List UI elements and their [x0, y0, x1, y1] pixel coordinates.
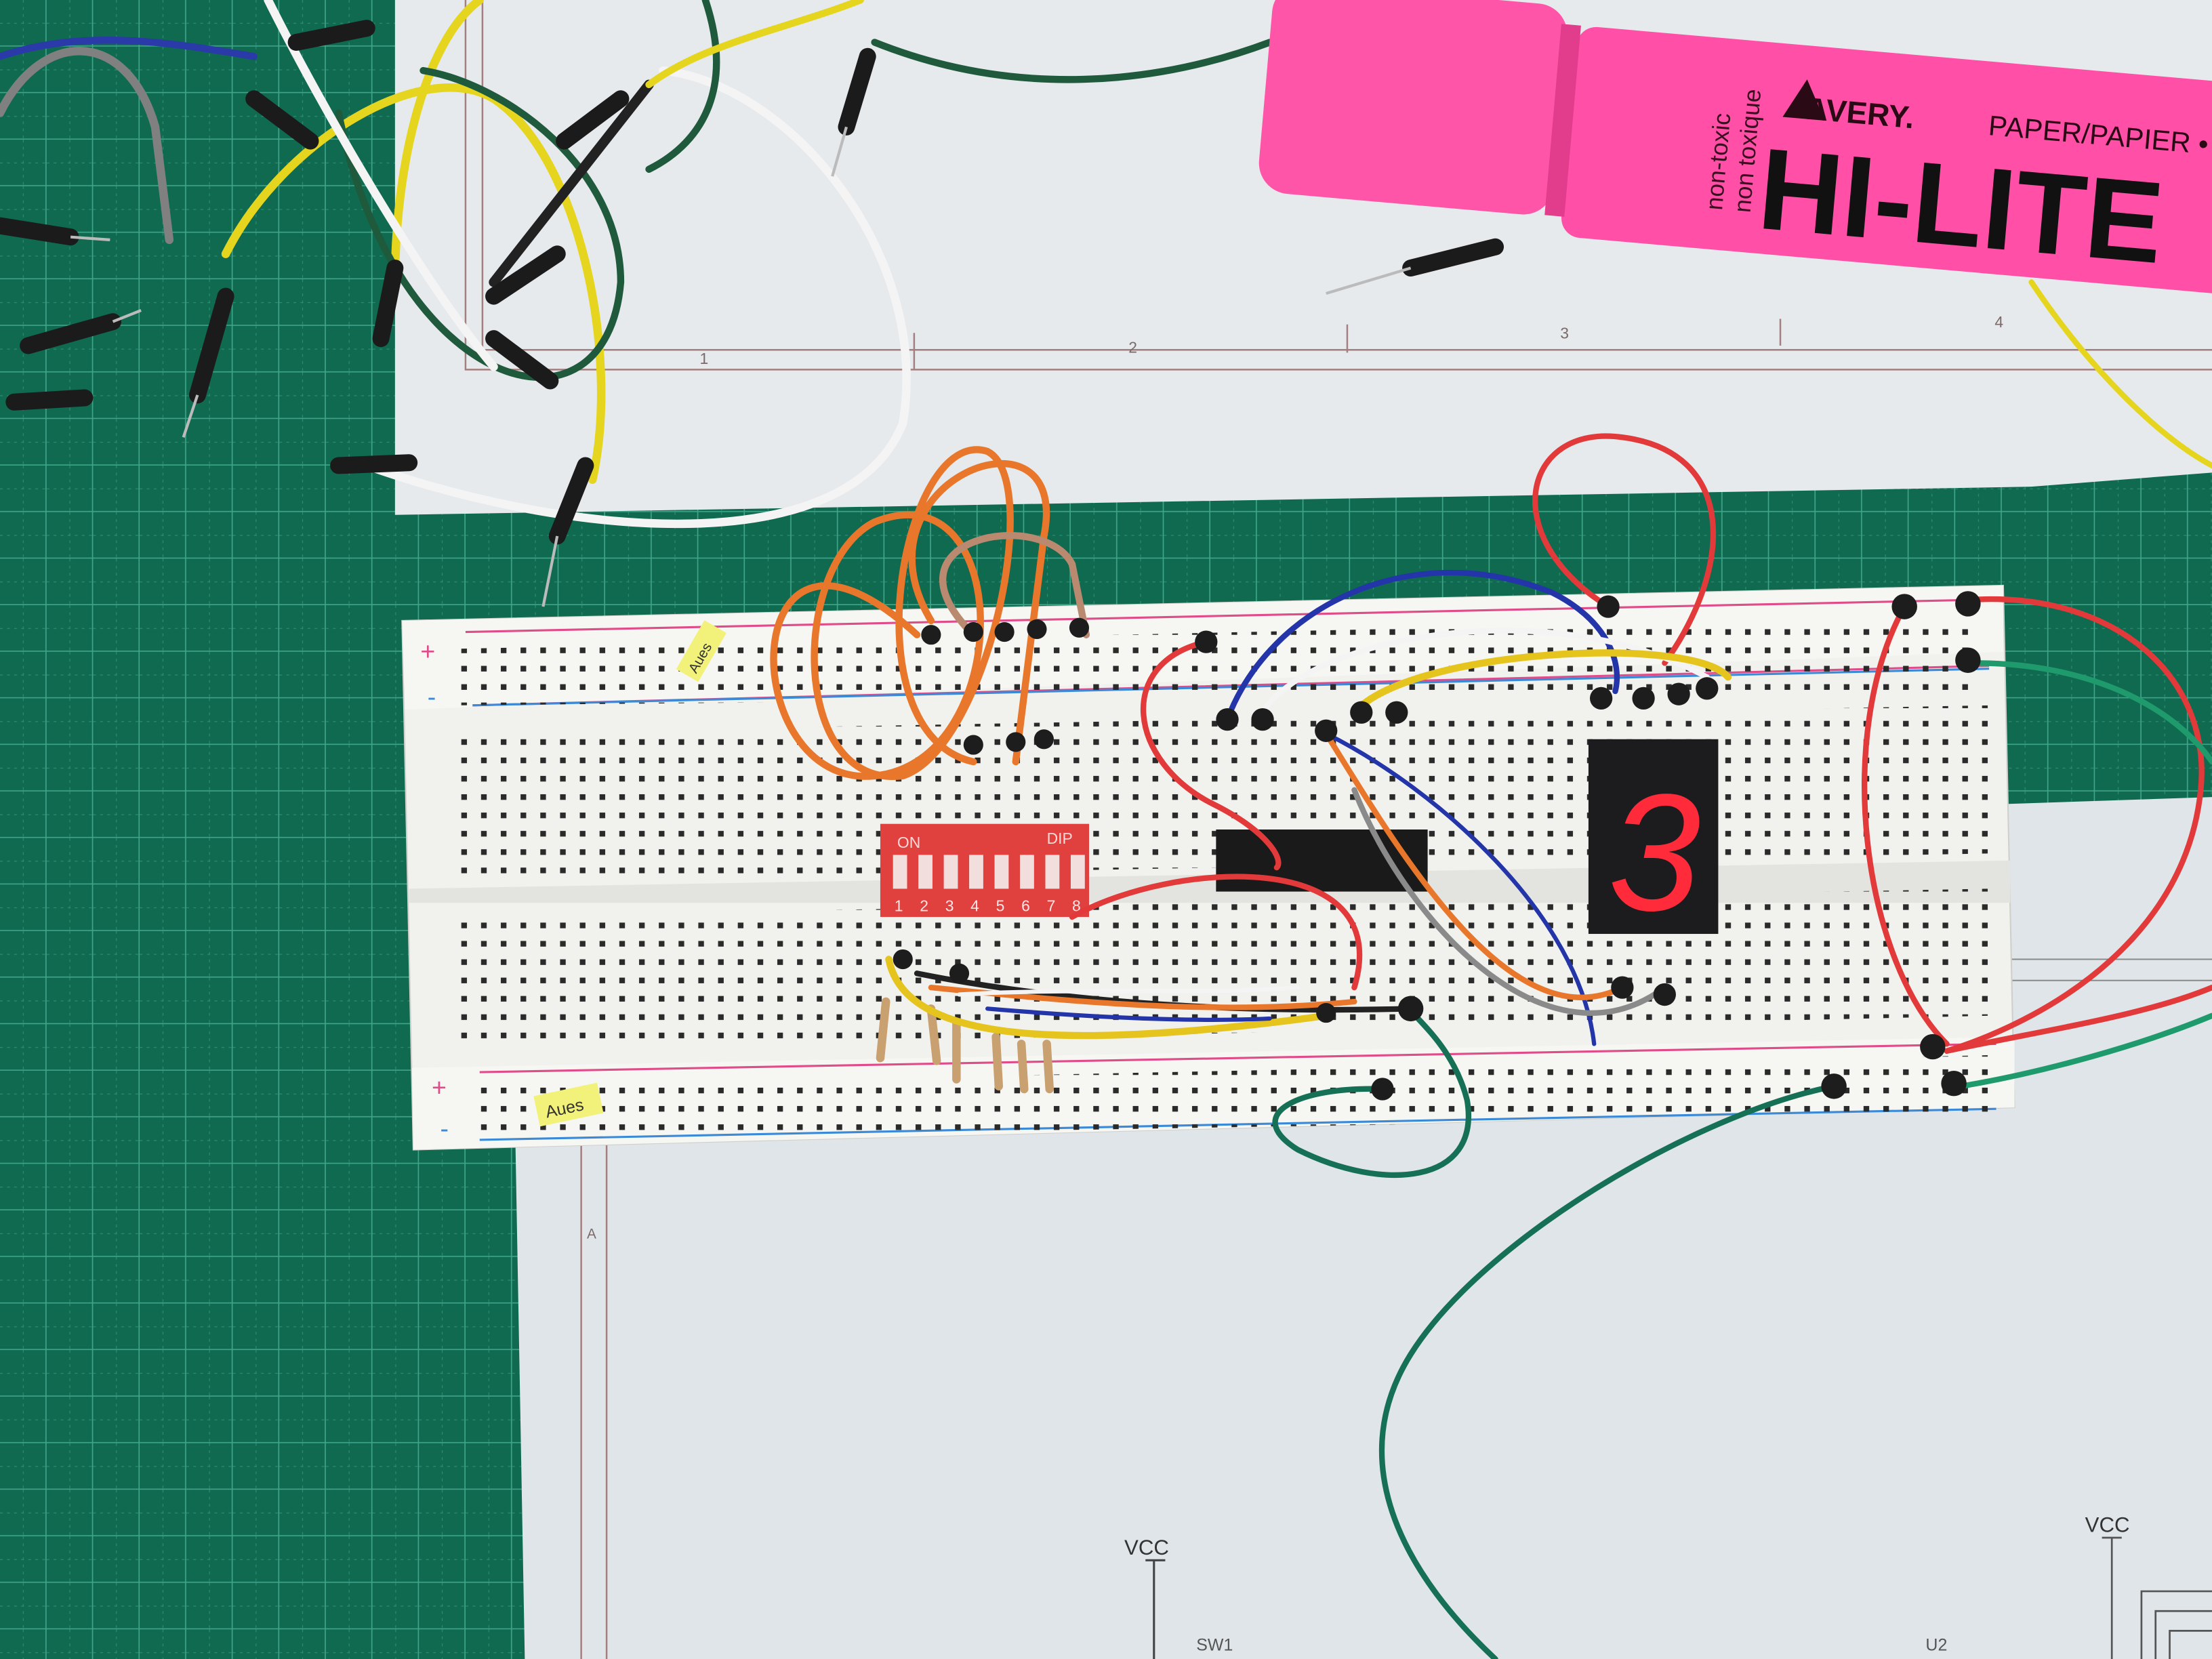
switch-label: SW1 — [1196, 1636, 1233, 1655]
loose-jumper-wires — [0, 0, 2212, 607]
switch-number: 6 — [1021, 897, 1030, 915]
avery-triangle-logo-icon — [1782, 79, 1825, 121]
switch-number: 4 — [970, 897, 979, 915]
dip-toggle[interactable] — [918, 855, 933, 889]
switch-number: 2 — [920, 897, 928, 915]
jumper-wires — [770, 433, 2212, 1659]
dip-toggle[interactable] — [969, 855, 983, 889]
column-label: 2 — [1128, 338, 1137, 356]
dip-toggle[interactable] — [943, 855, 958, 889]
vcc-label: VCC — [2085, 1513, 2130, 1537]
switch-number: 7 — [1047, 897, 1056, 915]
column-label: 4 — [1994, 313, 2003, 331]
resistors — [876, 997, 1054, 1094]
display-digit: 3 — [1608, 760, 1701, 946]
on-label: ON — [897, 834, 920, 851]
dip-toggle[interactable] — [994, 855, 1009, 889]
dip-label: DIP — [1047, 830, 1073, 847]
plus-rail-label: + — [420, 637, 435, 665]
breadboard: + - + - Aues Aues — [401, 584, 2015, 1151]
seven-segment-display: 3 — [1588, 739, 1719, 946]
minus-rail-label: - — [440, 1114, 448, 1143]
vcc-label: VCC — [1124, 1536, 1169, 1559]
dip-toggle[interactable] — [893, 855, 907, 889]
switch-number: 1 — [895, 897, 903, 915]
schematic-sheet-bottom: A VCC SW1 U2 VCC — [514, 797, 2212, 1659]
dip-switch: ON DIP 1 2 3 4 5 6 7 8 — [880, 823, 1090, 918]
row-label: A — [587, 1227, 596, 1242]
dip-toggle[interactable] — [1020, 855, 1034, 889]
switch-number: 3 — [945, 897, 954, 915]
column-label: 1 — [699, 350, 708, 367]
switch-number: 5 — [996, 897, 1005, 915]
dip-toggle[interactable] — [1045, 855, 1060, 889]
plus-rail-label: + — [432, 1073, 447, 1101]
column-label: 3 — [1560, 325, 1569, 342]
minus-rail-label: - — [428, 682, 436, 711]
chip-label: U2 — [1925, 1636, 1947, 1655]
dip-toggle[interactable] — [1070, 855, 1085, 889]
